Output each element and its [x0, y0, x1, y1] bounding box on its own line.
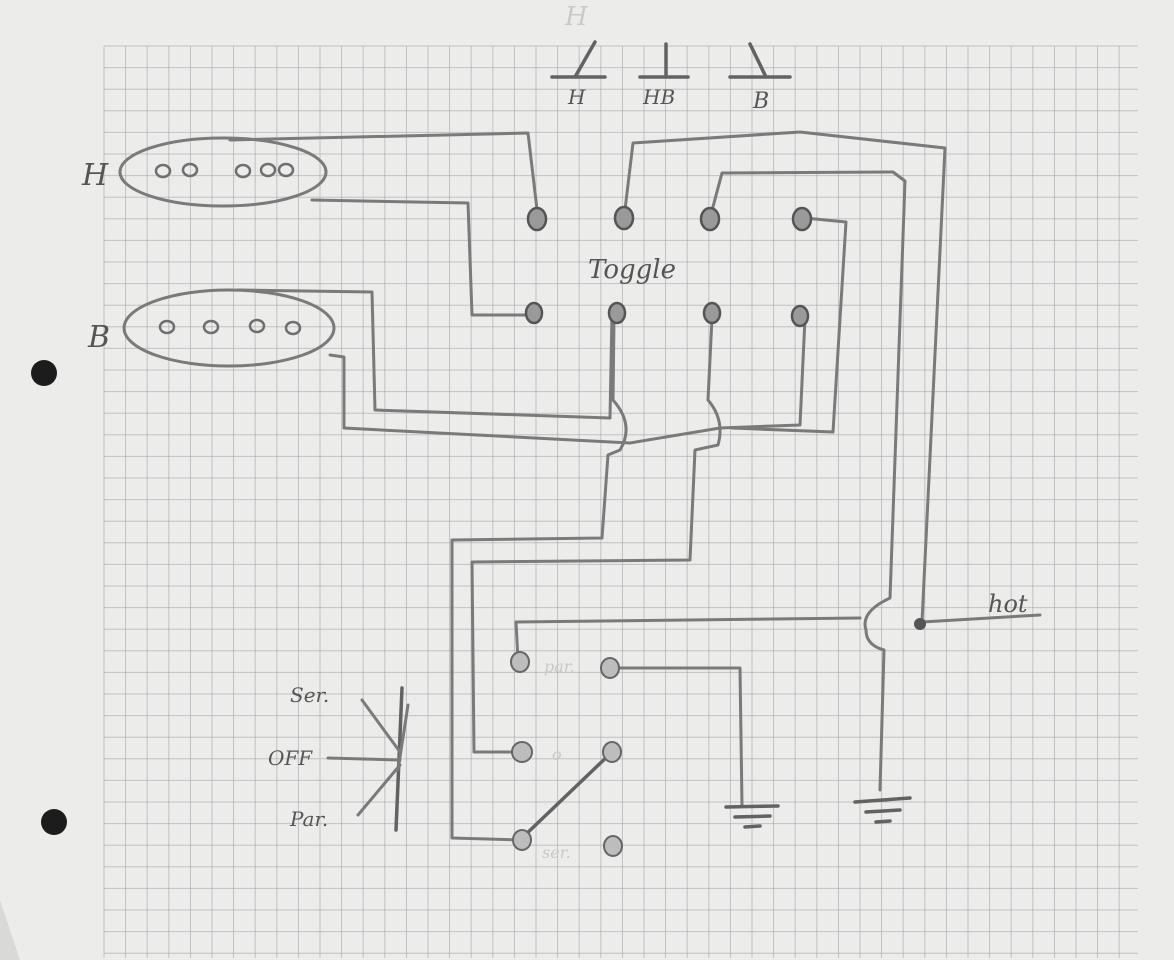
mini-switch-lug [512, 829, 532, 851]
neck-pickup-pole-pieces [154, 162, 295, 179]
page-mark: H [564, 2, 589, 32]
series-parallel-switch: par. o ser. [510, 651, 623, 862]
mini-switch-lug [511, 741, 533, 763]
toggle-position-indicators: H HB B [550, 40, 792, 114]
ground-symbol-right [853, 796, 912, 824]
mini-switch-lug [510, 651, 530, 673]
toggle-position-b: B [728, 42, 792, 114]
bridge-pickup-label: B [87, 320, 110, 355]
mini-switch-par-label: par. [544, 657, 575, 676]
binder-hole-bottom [41, 809, 67, 835]
mini-switch-lug [602, 741, 622, 763]
position-par-label: Par. [289, 807, 328, 831]
toggle-lug [791, 206, 813, 232]
mini-switch-lug [603, 835, 623, 857]
toggle-lug [613, 205, 635, 231]
toggle-lug [699, 206, 721, 232]
bridge-pickup: B [87, 288, 336, 368]
toggle-position-hb: HB [638, 42, 690, 109]
binder-hole-top [31, 360, 57, 386]
graph-paper-grid [103, 45, 1138, 958]
output-hot: hot [914, 590, 1028, 630]
mini-switch-ser-label: ser. [542, 843, 571, 862]
neck-pickup: H [81, 136, 328, 208]
toggle-label: Toggle [588, 255, 676, 285]
mini-switch-mid-label: o [552, 745, 562, 764]
svg-text:H: H [567, 85, 586, 109]
position-off-label: OFF [268, 746, 313, 770]
position-ser-label: Ser. [290, 683, 329, 707]
toggle-lug [526, 206, 548, 232]
hot-junction [914, 618, 926, 630]
toggle-lug [524, 301, 544, 325]
bridge-pickup-pole-pieces [158, 318, 302, 336]
neck-pickup-label: H [81, 158, 109, 193]
wires [228, 130, 1042, 842]
toggle-lug [607, 301, 627, 325]
toggle-switch: Toggle [524, 205, 813, 328]
toggle-lug [790, 304, 810, 328]
mini-switch-lug [600, 657, 620, 679]
mini-switch-positions-legend: Ser. OFF Par. [268, 683, 410, 832]
hot-label: hot [988, 590, 1028, 618]
toggle-position-h: H [550, 40, 607, 109]
toggle-lug [702, 301, 722, 325]
svg-text:B: B [752, 89, 769, 114]
svg-text:HB: HB [642, 85, 675, 109]
ground-symbol-left [724, 804, 780, 829]
